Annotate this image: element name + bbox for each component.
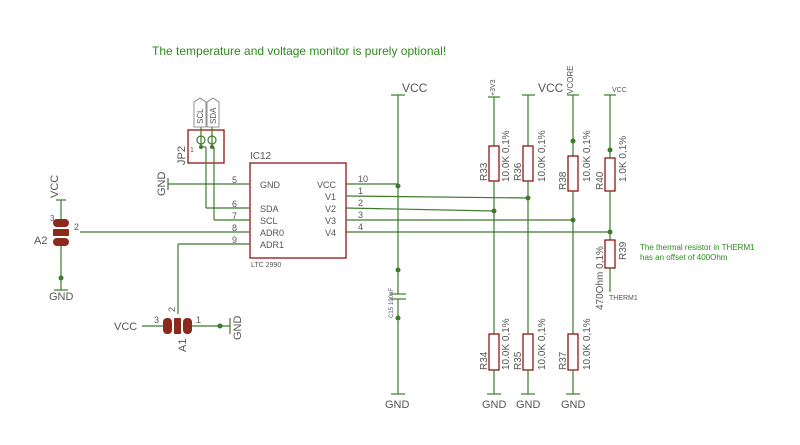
ic12-ref: IC12 [250, 151, 272, 162]
vcore-label: VCORE [566, 66, 575, 94]
jp2-ref: JP2 [176, 146, 188, 165]
r33-value: 10.0K 0,1% [501, 130, 512, 182]
jp2-scl-label: SCL [196, 108, 205, 124]
r38-r37-divider: VCORE GND R38 10.0K 0,1% R37 10.0K 0,1% [558, 66, 593, 411]
ic12-body [249, 162, 347, 259]
ic-pin-wires [80, 178, 610, 245]
r34-body [488, 333, 500, 371]
ic-pin-num-1: 1 [358, 186, 363, 196]
r37-ref: R37 [558, 351, 569, 370]
ic-pin-num-8: 8 [232, 223, 237, 233]
ic-pin-num-7: 7 [232, 211, 237, 221]
jp2-pin1: 1 [190, 147, 194, 154]
ic-pin-num-3: 3 [358, 210, 363, 220]
r34-ref: R34 [479, 351, 490, 370]
r35-ref: R35 [513, 351, 524, 370]
therm-note-line2: has an offset of 400Ohm [640, 253, 728, 262]
gnd-label-ic: GND [156, 172, 168, 197]
ic12-part: LTC 2990 [251, 262, 281, 269]
r40-ref: R40 [595, 171, 606, 190]
a1-pin3: 3 [154, 315, 159, 325]
a2-jumper: VCC GND 3 2 A2 [34, 175, 79, 303]
r35-body [522, 333, 534, 371]
ic-pin-v3-name: V3 [325, 216, 336, 226]
r33-r34-divider: +3V3 GND R33 10.0K 0,1% R34 10.0K 0,1% [479, 79, 512, 411]
a1-jumper: VCC GND 3 1 2 A1 [114, 244, 244, 352]
r33-ref: R33 [479, 162, 490, 181]
optional-note: The temperature and voltage monitor is p… [152, 44, 446, 58]
a2-pin2: 2 [74, 222, 79, 232]
r35-value: 10.0K 0,1% [537, 318, 548, 370]
c15-ref: C15 [389, 306, 395, 318]
r35-gnd-label: GND [516, 399, 541, 411]
r33-body [488, 145, 500, 182]
r38-value: 10.0K 0,1% [582, 130, 593, 182]
jp2-connector: SCL SDA JP2 1 [176, 97, 225, 220]
a1-gnd-label: GND [232, 316, 244, 341]
ic-pin-adr0-name: ADR0 [260, 228, 284, 238]
r39-body [604, 239, 616, 269]
vcc-rail-gnd-label: GND [385, 399, 410, 411]
a1-pin2: 2 [167, 307, 177, 312]
ic-pin-gnd-name: GND [260, 180, 281, 190]
therm-note-line1: The thermal resistor in THERM1 [640, 243, 755, 252]
r37-gnd-label: GND [561, 399, 586, 411]
ic-pin-sda-name: SDA [260, 204, 279, 214]
r34-value: 10.0K 0,1% [501, 318, 512, 370]
r40-value: 1.0K 0,1% [618, 136, 629, 182]
ic-pin-num-10: 10 [358, 174, 368, 184]
a2-ref: A2 [34, 235, 47, 247]
ic-pin-num-9: 9 [232, 235, 237, 245]
r36-vcc-label: VCC [538, 81, 564, 95]
ic-pin-num-5: 5 [232, 175, 237, 185]
r38-ref: R38 [558, 171, 569, 190]
ic12: IC12 LTC 2990 GND SDA SCL ADR0 ADR1 5 6 … [232, 151, 368, 269]
a1-ref: A1 [177, 339, 189, 352]
a2-pin3: 3 [50, 214, 55, 223]
r38-body [567, 155, 579, 192]
r34-gnd-label: GND [482, 399, 507, 411]
r37-value: 10.0K 0,1% [582, 318, 593, 370]
r40-body [604, 157, 616, 192]
r36-ref: R36 [513, 162, 524, 181]
r36-value: 10.0K 0,1% [537, 130, 548, 182]
v3v3-label: +3V3 [490, 79, 497, 96]
ic-pin-num-2: 2 [358, 198, 363, 208]
ic-pin-v1-name: V1 [325, 192, 336, 202]
r36-body [522, 145, 534, 182]
jp2-sda-label: SDA [209, 107, 218, 124]
r37-body [567, 333, 579, 371]
r40-vcc-label: VCC [612, 87, 627, 94]
r40-r39-divider: VCC THERM1 R40 1.0K 0,1% R39 470Ohm 0,1% [595, 87, 638, 310]
vcc-rail-label: VCC [402, 81, 428, 95]
ic-pin-v4-name: V4 [325, 228, 336, 238]
r39-ref: R39 [618, 241, 629, 260]
ic-pin-v2-name: V2 [325, 204, 336, 214]
r39-value: 470Ohm 0,1% [595, 246, 606, 310]
ic-pin-num-6: 6 [232, 199, 237, 209]
ic-pin-adr1-name: ADR1 [260, 240, 284, 250]
a1-vcc-label: VCC [114, 321, 137, 333]
ic-pin-scl-name: SCL [260, 216, 278, 226]
a2-vcc-label: VCC [49, 175, 61, 198]
therm1-label: THERM1 [609, 295, 638, 302]
a2-gnd-label: GND [49, 291, 74, 303]
ic-pin-num-4: 4 [358, 222, 363, 232]
c15-value: 100nF [389, 288, 395, 305]
vcc-rail: VCC GND 100nF C15 [385, 81, 428, 411]
a1-pin1: 1 [196, 315, 201, 325]
r36-r35-divider: VCC GND R36 10.0K 0,1% R35 10.0K 0,1% [513, 81, 564, 411]
ic-pin-vcc-name: VCC [317, 180, 337, 190]
